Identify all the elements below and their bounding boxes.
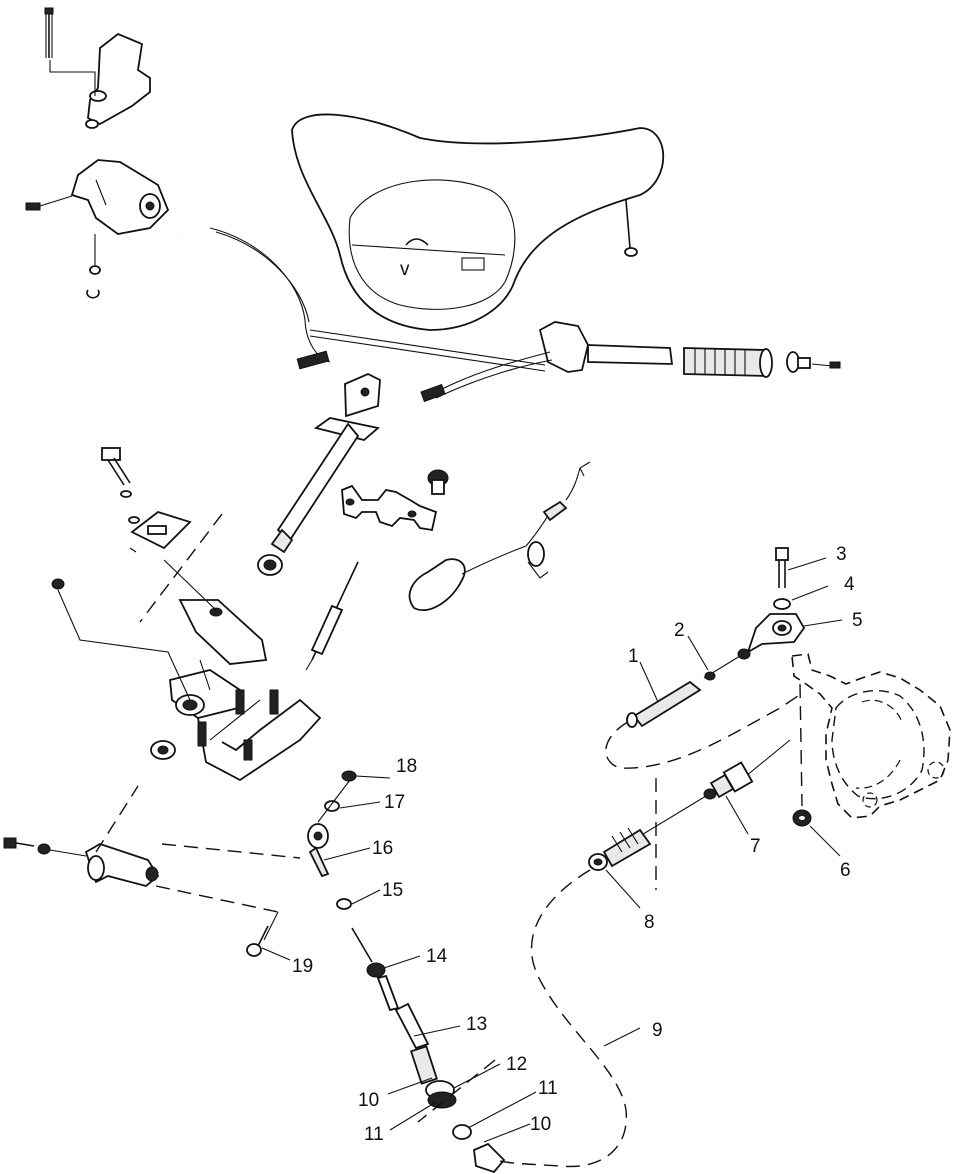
hood-screw <box>624 199 638 257</box>
housing-screw <box>25 195 73 211</box>
callout-7: 7 <box>750 836 761 857</box>
lower-right-fitting <box>452 1124 506 1174</box>
callout-17: 17 <box>384 792 405 813</box>
svg-text:v: v <box>400 259 410 280</box>
callout-13: 13 <box>466 1014 487 1035</box>
callout-1: 1 <box>628 646 639 667</box>
steering-bracket <box>169 599 322 782</box>
part-18-nut <box>341 770 357 782</box>
callout-6: 6 <box>840 860 851 881</box>
mount-bolt <box>101 447 140 524</box>
handlebar-hood: v <box>291 113 665 331</box>
right-control-housing <box>420 321 589 403</box>
callout-18: 18 <box>396 756 417 777</box>
left-nut <box>51 578 65 590</box>
callout-10-left: 10 <box>358 1090 379 1111</box>
handlebar-right-end <box>587 344 674 365</box>
pitman-arm <box>84 785 160 887</box>
center-cover-bracket <box>341 484 438 532</box>
tether-cord <box>408 461 591 611</box>
part-8-cable-end <box>588 827 652 871</box>
part-4-washer <box>773 598 791 610</box>
callout-19: 19 <box>292 956 313 977</box>
lower-cable-end <box>351 927 457 1109</box>
throttle-bracket <box>85 32 151 129</box>
callout-11-right: 11 <box>538 1078 558 1099</box>
part-16-rod-end <box>307 823 330 878</box>
callout-10-right: 10 <box>530 1114 551 1135</box>
housing-washer-clip <box>86 234 101 299</box>
pitman-bolt <box>3 837 87 857</box>
key-switch <box>427 469 449 495</box>
callout-9: 9 <box>652 1020 663 1041</box>
steering-post <box>257 422 360 576</box>
part-9-throttle-cable <box>495 869 627 1168</box>
handlebar-grip <box>683 347 773 378</box>
throttle-cable-top <box>209 227 331 370</box>
engine-carburetor <box>791 653 951 819</box>
top-bolt <box>44 7 54 58</box>
part-5-rod-end <box>737 613 806 660</box>
callout-14: 14 <box>426 946 448 967</box>
handlebar <box>174 227 548 415</box>
part-7-cable-adjuster <box>703 739 791 800</box>
callout-16: 16 <box>372 838 393 859</box>
callout-2: 2 <box>674 620 685 641</box>
part-15-washer <box>336 898 352 910</box>
callout-8: 8 <box>644 912 655 933</box>
part-1-cable-boot <box>626 680 702 728</box>
handlebar-clamp <box>313 373 381 441</box>
callout-11-left: 11 <box>364 1124 384 1145</box>
throttle-housing <box>70 159 170 235</box>
throttle-cable-probe <box>305 561 359 671</box>
callout-4: 4 <box>844 574 855 595</box>
callout-3: 3 <box>836 544 847 565</box>
steering-bushing <box>150 740 176 760</box>
callout-12: 12 <box>506 1054 527 1075</box>
part-3-bolt <box>775 547 789 588</box>
part-6-nut <box>792 809 812 827</box>
part-19-bolt <box>246 925 269 957</box>
part-2-jam-nut <box>703 655 741 681</box>
callout-5: 5 <box>852 610 863 631</box>
callout-15: 15 <box>382 880 403 901</box>
mount-plate <box>129 511 192 553</box>
bar-end-plug <box>786 351 841 373</box>
